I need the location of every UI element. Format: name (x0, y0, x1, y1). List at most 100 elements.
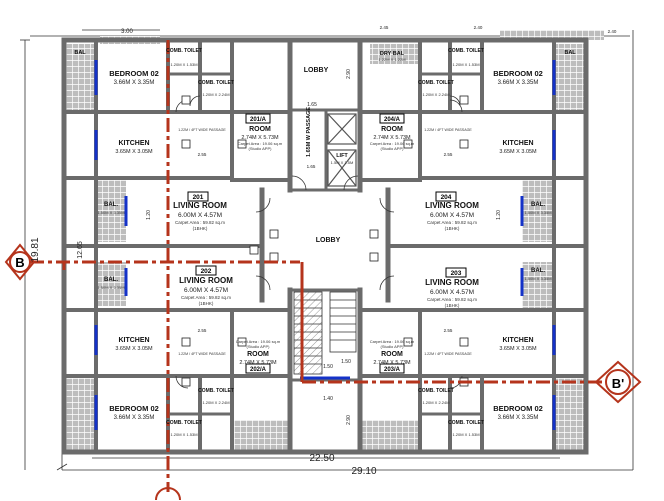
studio-203a-size: 2.74M X 5.73M (373, 360, 411, 366)
studio-204a-type: (Studio APP) (381, 146, 405, 151)
bedroom-tr-name: BEDROOM 02 (493, 69, 543, 78)
toilet-bl2-size: 1.20M X 1.53M (170, 432, 197, 437)
bedroom-bl-size: 3.66M X 3.35M (114, 415, 155, 421)
dry-balcony-size: 1.22M X 1.22M (378, 57, 405, 62)
bedroom-tl-name: BEDROOM 02 (109, 69, 159, 78)
toilet-bl2-name: COMB. TOILET (166, 420, 202, 426)
studio-204a-name: ROOM (381, 126, 403, 133)
unit-203-badge: 203 (451, 270, 462, 277)
dim-140: 1.40 (323, 396, 333, 402)
passage-note-bl: 1.22M / 4FT WIDE PASSAGE (178, 352, 226, 356)
balcony-areas (66, 30, 604, 450)
dim-120-left: 1.20 (146, 210, 152, 220)
toilet-tr2-name: COMB. TOILET (418, 80, 454, 86)
studio-203a-name: ROOM (381, 351, 403, 358)
windows (94, 60, 556, 430)
unit-202-badge: 202 (201, 268, 212, 275)
balcony-204 (522, 180, 554, 242)
balcony-bottom-right (556, 378, 584, 450)
kitchen-br-name: KITCHEN (502, 337, 533, 344)
kitchen-tl-size: 3.65M X 3.05M (115, 149, 153, 155)
dim-255-tl: 2.55 (198, 152, 207, 157)
lobby-center-label: LOBBY (316, 237, 341, 244)
dim-240-right: 2.40 (608, 29, 617, 34)
dim-top-300: 3.00 (121, 29, 133, 35)
toilet-tr2-size: 1.20M X 2.24M (422, 92, 449, 97)
studio-202a-area: Carpet Area : 19.06 sq.m (236, 339, 281, 344)
dim-150-stair: 1.50 (323, 364, 333, 370)
kitchen-tl-name: KITCHEN (118, 140, 149, 147)
studio-202a: Carpet Area : 19.06 sq.m (Studio APP) RO… (236, 339, 281, 374)
walls (61, 37, 589, 455)
section-marker-right-label: B' (612, 376, 624, 391)
bedroom-tl-size: 3.66M X 3.35M (114, 80, 155, 86)
living-204-type: (1BHK) (445, 226, 460, 231)
kitchen-tr-size: 3.65M X 3.05M (499, 149, 537, 155)
staircase (293, 291, 357, 375)
dim-255-bl: 2.55 (198, 328, 207, 333)
studio-201a-area: Carpet Area : 19.06 sq.m (238, 141, 283, 146)
passage-note-tl: 1.22M / 4FT WIDE PASSAGE (178, 128, 226, 132)
balcony-bottom-left (66, 378, 94, 450)
unit-204a-badge: 204/A (384, 117, 401, 123)
living-203-size: 6.00M X 4.57M (430, 289, 474, 296)
kitchen-bl-name: KITCHEN (118, 337, 149, 344)
lift-size: 1.5M X 1.5M (331, 160, 354, 165)
studio-203a-area: Carpet Area : 19.06 sq.m (370, 339, 415, 344)
toilet-bl1-name: COMB. TOILET (198, 388, 234, 394)
living-203-area: Carpet Area : 59.82 sq.m (427, 297, 477, 302)
living-202-name: LIVING ROOM (179, 276, 233, 285)
living-201-size: 6.00M X 4.57M (178, 212, 222, 219)
kitchen-tr-name: KITCHEN (502, 140, 533, 147)
living-204-name: LIVING ROOM (425, 201, 479, 210)
section-lines (30, 40, 610, 492)
toilet-br2-name: COMB. TOILET (448, 420, 484, 426)
studio-202a-size: 2.74M X 5.73M (239, 360, 277, 366)
dim-240-top: 2.40 (474, 25, 483, 30)
studio-203a: Carpet Area : 19.06 sq.m (Studio APP) RO… (370, 339, 415, 374)
unit-202a-badge: 202/A (250, 367, 267, 373)
balcony-204-label: BAL. (531, 202, 545, 208)
dim-overall-2250: 22.50 (309, 453, 334, 464)
section-marker-bottom (155, 487, 181, 501)
studio-204a-area: Carpet Area : 19.06 sq.m (370, 141, 415, 146)
living-203-name: LIVING ROOM (425, 278, 479, 287)
living-202-type: (1BHK) (199, 301, 214, 306)
dim-290-bottom: 2.90 (346, 415, 352, 425)
studio-204a: 204/A ROOM 2.74M X 5.73M Carpet Area : 1… (370, 113, 415, 151)
lift-shaft (327, 113, 357, 187)
toilet-tl1-size: 1.20M X 1.53M (170, 62, 197, 67)
dim-255-br: 2.55 (444, 328, 453, 333)
balcony-203-label: BAL. (531, 268, 545, 274)
toilet-tr1-size: 1.20M X 1.53M (452, 62, 479, 67)
balcony-201-label: BAL. (104, 202, 118, 208)
living-201-name: LIVING ROOM (173, 201, 227, 210)
unit-203a-badge: 203/A (384, 367, 401, 373)
living-203-type: (1BHK) (445, 303, 460, 308)
living-204: 204 LIVING ROOM 6.00M X 4.57M Carpet Are… (425, 191, 479, 231)
dim-150: 1.50 (341, 359, 351, 365)
bedroom-bl-name: BEDROOM 02 (109, 404, 159, 413)
bedroom-br-name: BEDROOM 02 (493, 404, 543, 413)
bedroom-br-size: 3.66M X 3.35M (498, 415, 539, 421)
living-204-size: 6.00M X 4.57M (430, 212, 474, 219)
studio-203a-type: (Studio APP) (381, 344, 405, 349)
studio-201a-type: (Studio APP) (249, 146, 273, 151)
balcony-tl-label: BAL (74, 50, 86, 56)
toilet-br2-size: 1.20M X 1.53M (452, 432, 479, 437)
balcony-202-label: BAL. (104, 277, 118, 283)
dry-balcony (370, 44, 420, 64)
living-201-area: Carpet Area : 59.82 sq.m (175, 220, 225, 225)
passage-note-br: 1.22M / 4FT WIDE PASSAGE (424, 352, 472, 356)
kitchen-br-size: 3.65M X 3.05M (499, 346, 537, 352)
dry-balcony-bottom-right (362, 420, 418, 450)
dim-255-tr: 2.55 (444, 152, 453, 157)
toilet-tl2-size: 1.20M X 2.24M (202, 92, 229, 97)
balcony-202-size: 1.50M X 3.35M (97, 285, 124, 290)
studio-201a-size: 2.74M X 5.73M (241, 135, 279, 141)
passage-note-tr: 1.22M / 4FT WIDE PASSAGE (424, 128, 472, 132)
fixtures (181, 95, 469, 387)
balcony-top-right (556, 44, 584, 110)
dim-290-top: 2.90 (346, 69, 352, 79)
section-marker-right: B' (594, 360, 642, 404)
